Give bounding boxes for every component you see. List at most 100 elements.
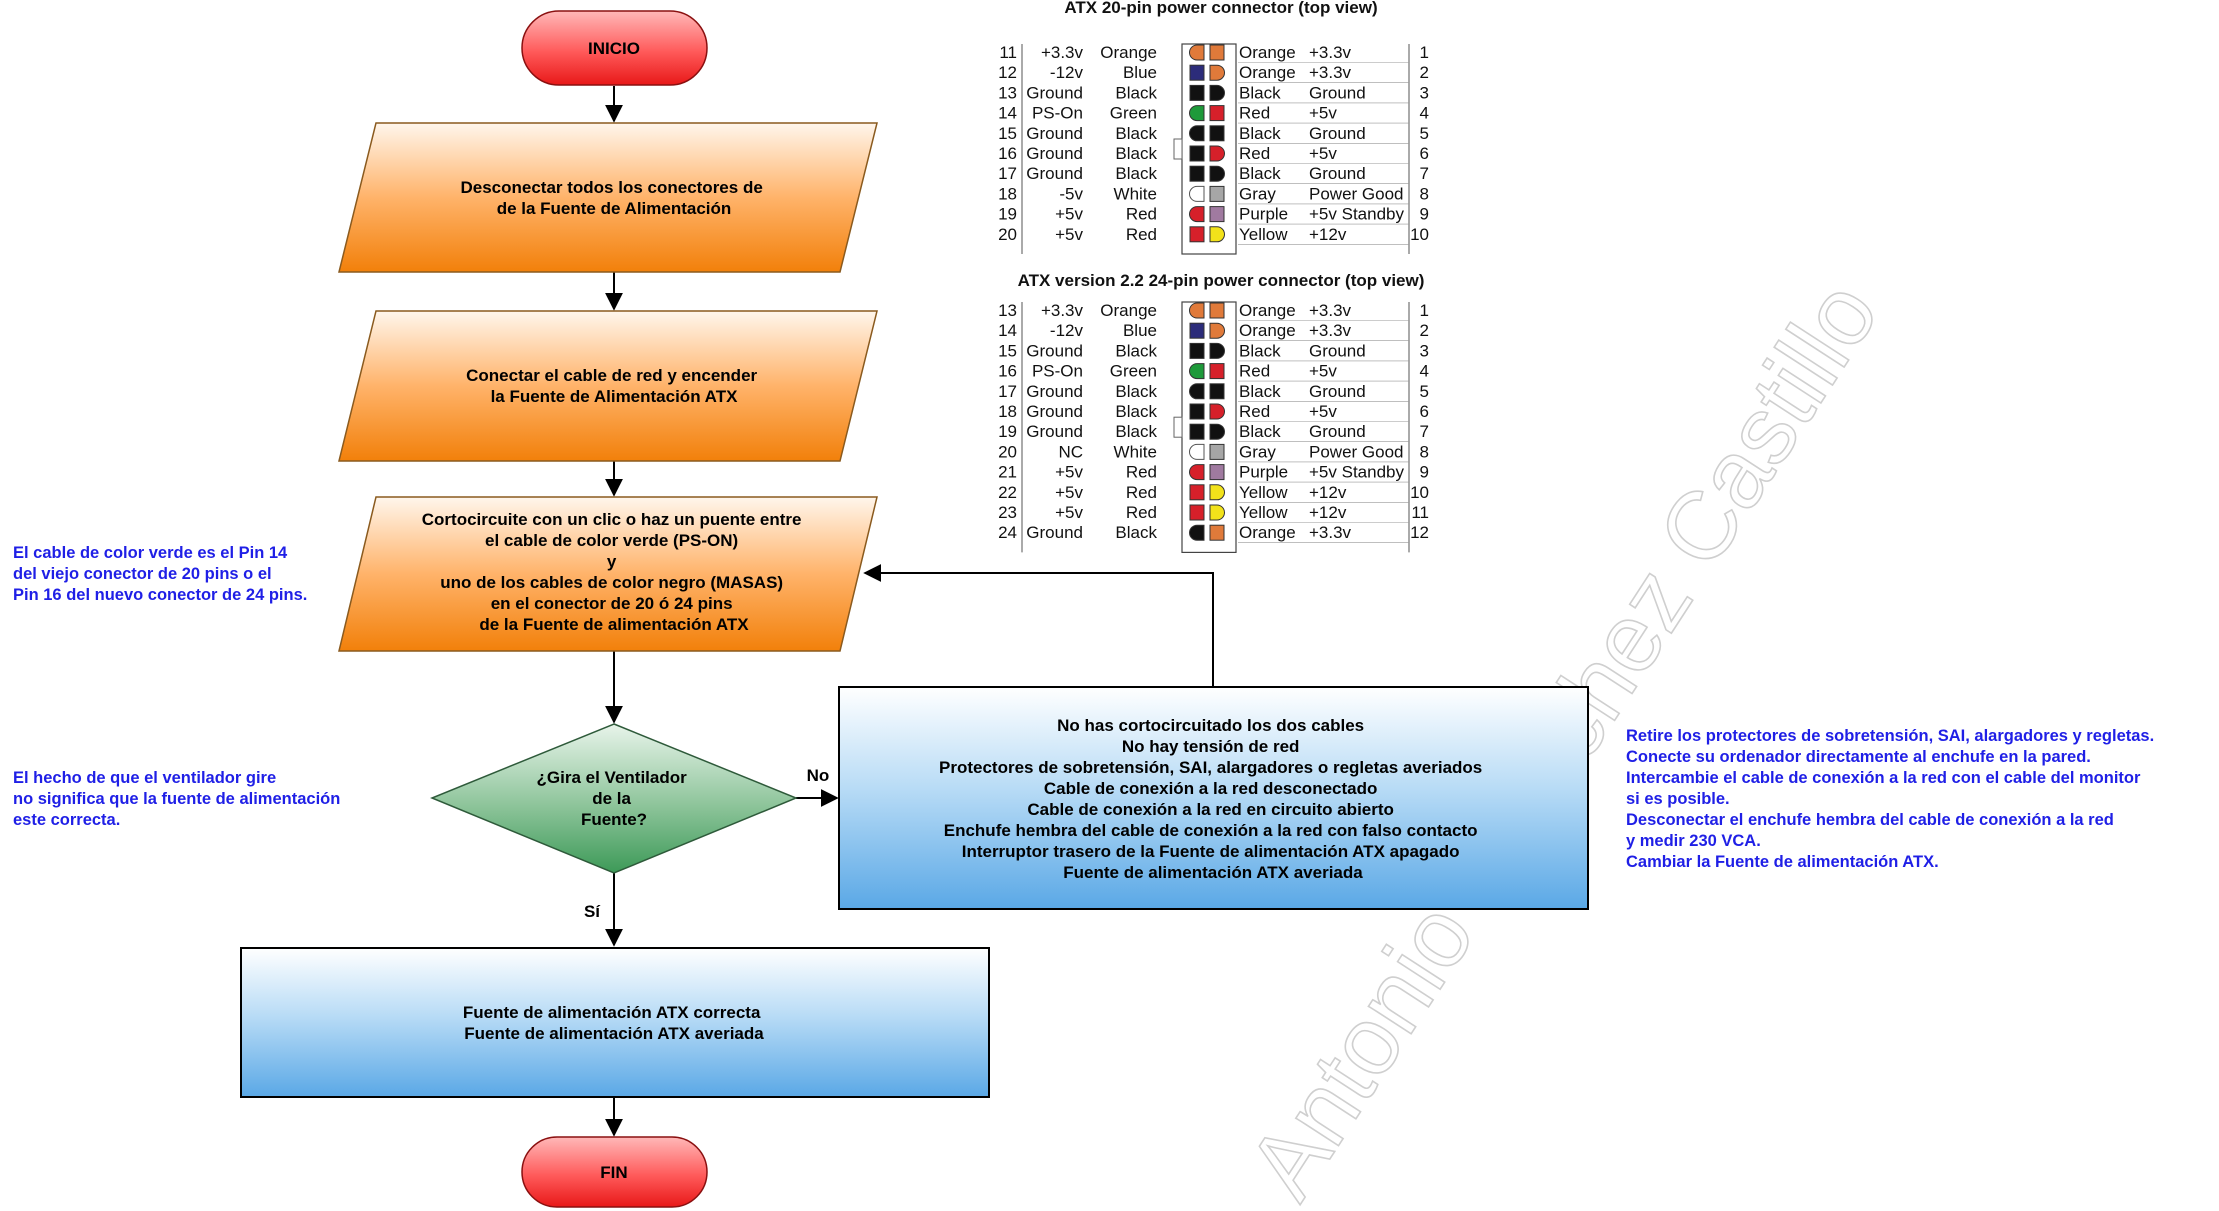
pin-socket: [1189, 302, 1205, 319]
pin-signal: -12v: [1050, 321, 1084, 340]
wire-color: Yellow: [1239, 503, 1288, 522]
pin-signal: -12v: [1050, 63, 1084, 82]
pin-number: 18: [998, 184, 1017, 203]
pin-signal: +5v: [1055, 503, 1083, 522]
pin-number: 11: [999, 43, 1017, 62]
wire-color: Black: [1115, 382, 1157, 401]
pin-number: 7: [1420, 164, 1429, 183]
wire-color: Gray: [1239, 442, 1276, 461]
pin-number: 13: [998, 83, 1017, 102]
pin-number: 16: [998, 144, 1017, 163]
wire-color: Black: [1115, 124, 1157, 143]
step2-text: Conectar el cable de red y encender la F…: [466, 366, 762, 406]
pin-socket: [1209, 524, 1225, 541]
no-branch-line: Protectores de sobretensión, SAI, alarga…: [939, 758, 1482, 777]
wire-color: Black: [1115, 144, 1157, 163]
decision-line: de la: [592, 789, 631, 808]
note-line: del viejo conector de 20 pins o el: [13, 565, 272, 583]
pin-number: 9: [1420, 205, 1429, 224]
pin-socket: [1189, 383, 1205, 400]
pin-number: 1: [1420, 43, 1429, 62]
pin-signal: Ground: [1309, 422, 1366, 441]
pin-number: 11: [1411, 503, 1429, 522]
pin-socket: [1209, 145, 1225, 162]
pin-signal: Ground: [1309, 382, 1366, 401]
pin-number: 5: [1420, 382, 1429, 401]
wire-color: Red: [1239, 362, 1270, 381]
no-branch-line: Enchufe hembra del cable de conexión a l…: [944, 821, 1478, 840]
wire-color: Black: [1115, 341, 1157, 360]
decision-line: Fuente?: [581, 810, 647, 829]
note-line: Pin 16 del nuevo conector de 24 pins.: [13, 586, 307, 604]
pin-number: 4: [1420, 362, 1429, 381]
pin-signal: +3.3v: [1309, 523, 1352, 542]
pin-number: 24: [998, 523, 1017, 542]
wire-color: Gray: [1239, 184, 1276, 203]
pin-signal: Ground: [1026, 144, 1083, 163]
step1-node: Desconectar todos los conectores de de l…: [338, 122, 878, 273]
note-green-pin: El cable de color verde es el Pin 14 del…: [13, 544, 307, 604]
connector-latch: [1173, 416, 1183, 438]
no-branch-line: Fuente de alimentación ATX averiada: [1063, 863, 1363, 882]
pin-signal: +5v: [1309, 362, 1337, 381]
end-label: FIN: [600, 1163, 627, 1182]
pin-signal: +5v: [1309, 144, 1337, 163]
no-branch-line: Cable de conexión a la red en circuito a…: [1027, 800, 1394, 819]
pin-socket: [1209, 342, 1225, 359]
step3-line: uno de los cables de color negro (MASAS): [440, 573, 783, 592]
start-node: INICIO: [521, 10, 708, 86]
wire-color: Red: [1126, 503, 1157, 522]
note-line: El hecho de que el ventilador gire: [13, 769, 276, 787]
pin-socket: [1189, 342, 1205, 359]
pin-socket: [1189, 185, 1205, 202]
pin-socket: [1209, 383, 1225, 400]
pin-socket: [1189, 44, 1205, 61]
pin-socket: [1209, 64, 1225, 81]
pin-socket: [1189, 423, 1205, 440]
step2-line: la Fuente de Alimentación ATX: [491, 387, 739, 406]
wire-color: Black: [1239, 422, 1281, 441]
pin-signal: Ground: [1026, 164, 1083, 183]
pin-socket: [1209, 443, 1225, 460]
step3-text: Cortocircuite con un clic o haz un puent…: [422, 510, 806, 634]
pin-signal: Ground: [1026, 402, 1083, 421]
note-line: y medir 230 VCA.: [1626, 832, 1761, 850]
pin-socket: [1209, 105, 1225, 122]
pin-number: 8: [1420, 184, 1429, 203]
pin-socket: [1209, 322, 1225, 339]
pin-number: 7: [1420, 422, 1429, 441]
connector-title: ATX 20-pin power connector (top view): [1064, 0, 1377, 17]
wire-color: Yellow: [1239, 225, 1288, 244]
wire-color: Red: [1126, 205, 1157, 224]
wire-color: Orange: [1239, 523, 1296, 542]
pin-number: 4: [1420, 104, 1429, 123]
pin-number: 15: [998, 124, 1017, 143]
pin-signal: NC: [1058, 442, 1083, 461]
wire-color: Orange: [1239, 321, 1296, 340]
pin-socket: [1209, 464, 1225, 481]
wire-color: Blue: [1123, 321, 1157, 340]
step3-line: y: [607, 552, 617, 571]
no-label: No: [807, 766, 830, 785]
pin-signal: Ground: [1026, 124, 1083, 143]
step3-line: Cortocircuite con un clic o haz un puent…: [422, 510, 802, 529]
pin-signal: Ground: [1026, 382, 1083, 401]
pin-number: 15: [998, 341, 1017, 360]
pin-socket: [1209, 44, 1225, 61]
pin-signal: +3.3v: [1309, 321, 1352, 340]
pin-number: 8: [1420, 442, 1429, 461]
note-line: no significa que la fuente de alimentaci…: [13, 790, 340, 808]
pin-number: 2: [1420, 63, 1429, 82]
wire-color: Yellow: [1239, 483, 1288, 502]
pin-socket: [1189, 484, 1205, 501]
note-actions: Retire los protectores de sobretensión, …: [1626, 727, 2159, 871]
pin-socket: [1209, 185, 1225, 202]
